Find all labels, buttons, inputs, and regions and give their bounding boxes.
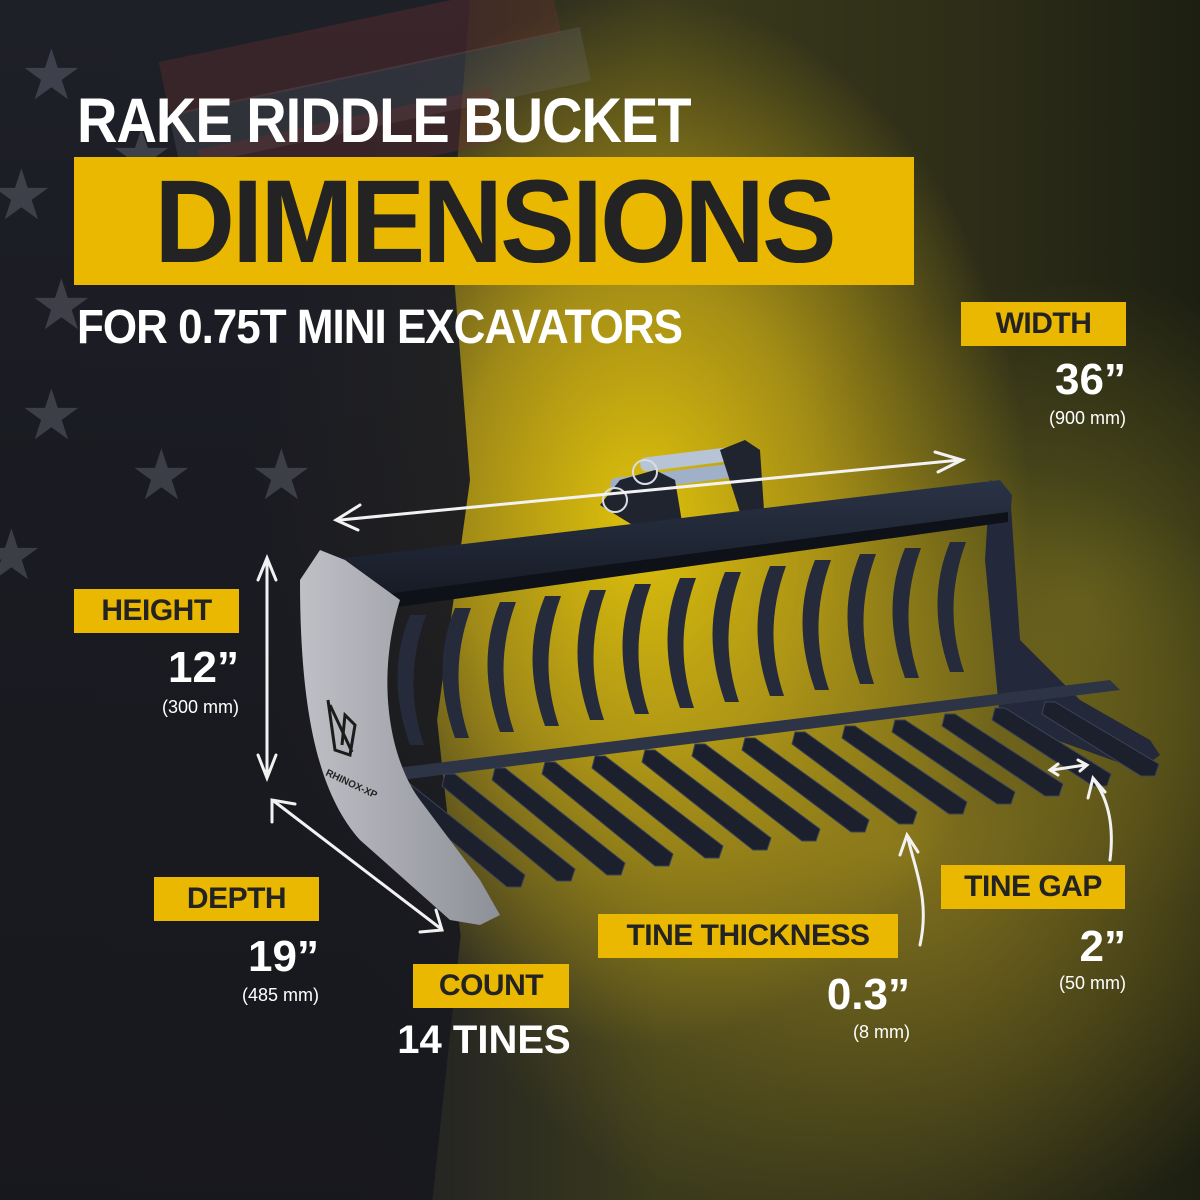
height-metric: (300 mm) bbox=[161, 697, 239, 717]
title-highlight-box: DIMENSIONS bbox=[74, 155, 914, 287]
rhinox-logo-icon bbox=[326, 699, 357, 757]
tine-gap-metric: (50 mm) bbox=[1059, 973, 1126, 993]
left-side-plate bbox=[300, 550, 500, 925]
count-label: COUNT bbox=[413, 964, 569, 1008]
depth-arrow bbox=[273, 800, 442, 930]
width-value: 36” bbox=[1055, 355, 1126, 404]
count-value: 14 TINES bbox=[397, 1018, 571, 1062]
depth-metric: (485 mm) bbox=[241, 985, 319, 1005]
height-label: HEIGHT bbox=[74, 589, 239, 633]
width-arrow bbox=[338, 458, 962, 522]
depth-value: 19” bbox=[248, 932, 319, 981]
tine-thickness-label: TINE THICKNESS bbox=[598, 914, 898, 958]
title-highlight: DIMENSIONS bbox=[154, 155, 836, 287]
flag-star-icon: ★ bbox=[0, 516, 43, 594]
flag-star-icon: ★ bbox=[20, 376, 83, 454]
subtitle: FOR 0.75T MINI EXCAVATORS bbox=[77, 300, 683, 354]
tine-gap-label: TINE GAP bbox=[941, 865, 1125, 909]
depth-label: DEPTH bbox=[154, 877, 319, 921]
width-label: WIDTH bbox=[961, 302, 1126, 346]
title-line: RAKE RIDDLE BUCKET bbox=[77, 85, 692, 156]
back-ribs bbox=[397, 542, 966, 745]
flag-star-icon: ★ bbox=[130, 436, 193, 514]
flag-star-icon: ★ bbox=[250, 436, 313, 514]
tine-gap-arrow bbox=[1092, 778, 1113, 862]
tine-thickness-metric: (8 mm) bbox=[853, 1022, 910, 1042]
height-value: 12” bbox=[168, 643, 239, 692]
tine-thickness-arrow bbox=[906, 836, 925, 947]
dimension-arrows bbox=[256, 450, 1113, 947]
tine-gap-value: 2” bbox=[1079, 922, 1126, 971]
tines bbox=[391, 701, 1160, 888]
tine-thickness-value: 0.3” bbox=[826, 970, 910, 1019]
width-metric: (900 mm) bbox=[1048, 408, 1126, 428]
flag-star-icon: ★ bbox=[20, 36, 83, 114]
flag-star-icon: ★ bbox=[0, 156, 53, 234]
